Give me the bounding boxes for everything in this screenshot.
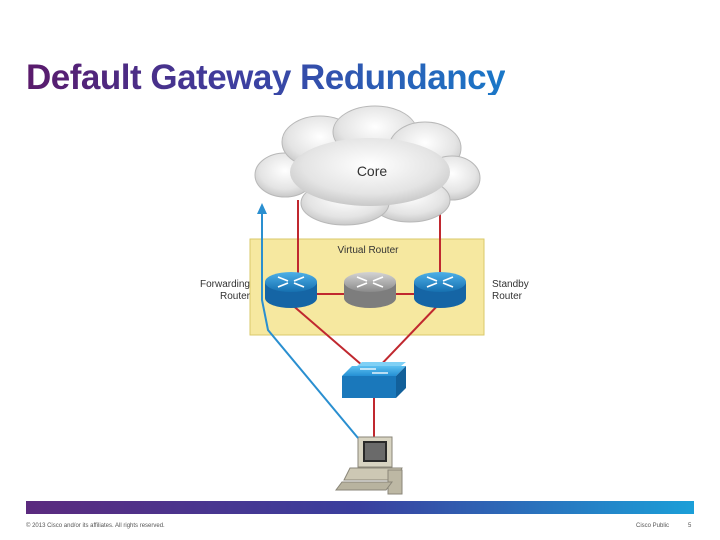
standby-router-label: Standby Router	[492, 279, 552, 303]
forwarding-to-switch-link	[289, 302, 371, 373]
standby-to-switch-link	[373, 302, 441, 373]
standby-router-icon	[414, 272, 466, 308]
footer-copyright: © 2013 Cisco and/or its affiliates. All …	[26, 523, 165, 529]
core-cloud	[254, 105, 481, 226]
traffic-path-arrow	[261, 212, 359, 439]
standby-router-label-line1: Standby	[492, 279, 529, 290]
traffic-path-arrowhead	[257, 203, 267, 214]
forwarding-router-label: Forwarding Router	[194, 279, 250, 303]
standby-router-label-line2: Router	[492, 291, 523, 302]
slide-title: Default Gateway Redundancy	[26, 58, 506, 97]
forwarding-router-icon	[265, 272, 317, 308]
virtual-router-icon	[344, 272, 396, 308]
core-label: Core	[357, 163, 388, 179]
forwarding-router-label-line1: Forwarding	[199, 279, 250, 290]
switch-icon	[342, 362, 406, 398]
footer-classification: Cisco Public	[636, 523, 670, 529]
forwarding-router-label-line2: Router	[219, 291, 250, 302]
pc-icon	[335, 436, 403, 495]
footer-bar	[26, 501, 694, 514]
virtual-router-label: Virtual Router	[338, 245, 400, 256]
footer-page-number: 5	[688, 523, 692, 529]
